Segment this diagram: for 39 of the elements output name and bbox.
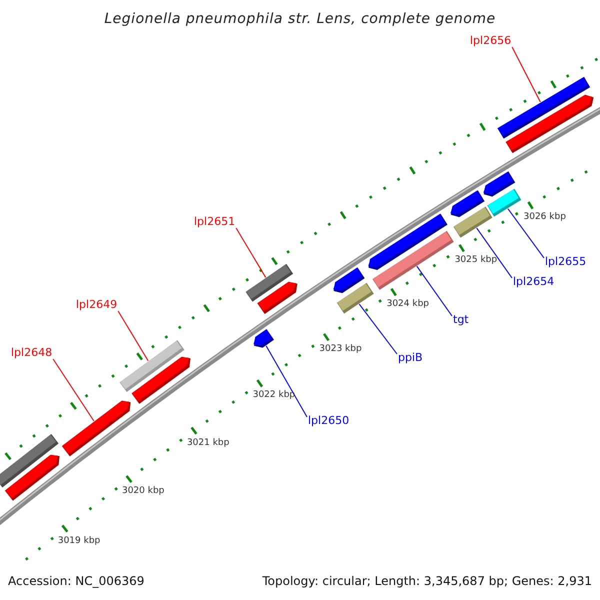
position-label: 3023 kbp — [319, 344, 362, 354]
leader-line — [266, 345, 308, 418]
map-title: Legionella pneumophila str. Lens, complete genome — [104, 10, 496, 29]
gene-label: lpl2656 — [470, 35, 512, 47]
gene-block — [62, 400, 131, 456]
gene-block — [4, 454, 60, 501]
leader-line — [118, 310, 149, 362]
position-label: 3021 kbp — [186, 438, 230, 448]
gene-block — [254, 329, 274, 348]
gene-bar — [336, 282, 374, 314]
gene-label: lpl2649 — [76, 299, 118, 311]
gene-block — [506, 94, 594, 154]
genome-info-text: Topology: circular; Length: 3,345,687 bp; Genes: 2,931 — [262, 574, 592, 588]
gene-label: lpl2651 — [194, 216, 236, 228]
gene-block — [257, 282, 298, 314]
gene-label: lpl2650 — [308, 415, 350, 427]
leader-line — [512, 46, 541, 102]
gene-label: ppiB — [398, 352, 423, 364]
gene-bar — [487, 188, 522, 217]
gene-label: tgt — [453, 314, 469, 326]
leader-line — [416, 266, 452, 316]
leader-line — [476, 228, 512, 278]
leader-line — [236, 228, 266, 278]
gene-label: lpl2655 — [545, 256, 586, 268]
gene-bar — [454, 206, 492, 238]
leader-line — [52, 358, 94, 422]
leader-line — [358, 304, 398, 354]
position-label: 3024 kbp — [386, 299, 430, 310]
gene-label: lpl2648 — [11, 347, 52, 359]
accession-text: Accession: NC_006369 — [8, 574, 144, 588]
position-label: 3025 kbp — [454, 255, 498, 266]
position-label: 3026 kbp — [524, 212, 566, 222]
gene-label: lpl2654 — [513, 276, 554, 288]
gene-block — [132, 356, 190, 404]
position-label: 3020 kbp — [122, 486, 164, 496]
position-label: 3022 kbp — [252, 390, 296, 400]
leader-line — [507, 208, 544, 258]
position-label: 3019 kbp — [58, 536, 100, 546]
gene-bar — [372, 230, 454, 290]
